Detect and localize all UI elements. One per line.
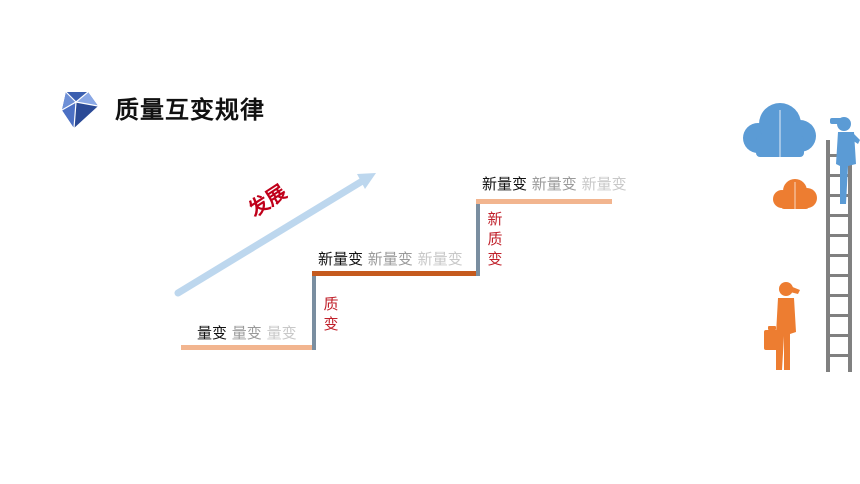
riser-1 [312, 273, 316, 350]
development-arrow [174, 173, 376, 297]
step-2-tread [312, 271, 480, 276]
step-2-labels: 新量变 新量变 新量变 [318, 248, 463, 269]
step-label: 量变 [266, 324, 297, 342]
step-label: 新量变 [417, 250, 463, 268]
riser-2 [476, 200, 480, 276]
step-label: 量变 [231, 324, 262, 342]
diamond-icon [61, 91, 99, 129]
step-1-labels: 量变 量变 量变 [197, 322, 297, 343]
page-title: 质量互变规律 [115, 96, 265, 124]
riser-2-label: 新质变 [487, 210, 503, 268]
cloud-icon [743, 103, 816, 157]
step-label: 新量变 [482, 175, 528, 193]
step-label: 新量变 [581, 175, 627, 193]
step-3-labels: 新量变 新量变 新量变 [482, 173, 627, 194]
cloud-icon [773, 179, 817, 209]
person-with-briefcase-icon [764, 282, 800, 370]
step-label: 新量变 [318, 250, 364, 268]
riser-1-label: 质变 [323, 295, 339, 333]
step-label: 新量变 [531, 175, 577, 193]
step-3-tread [476, 199, 612, 204]
step-label: 量变 [197, 324, 228, 342]
step-1-tread [181, 345, 316, 350]
person-climbing-icon [830, 117, 860, 204]
step-label: 新量变 [367, 250, 413, 268]
